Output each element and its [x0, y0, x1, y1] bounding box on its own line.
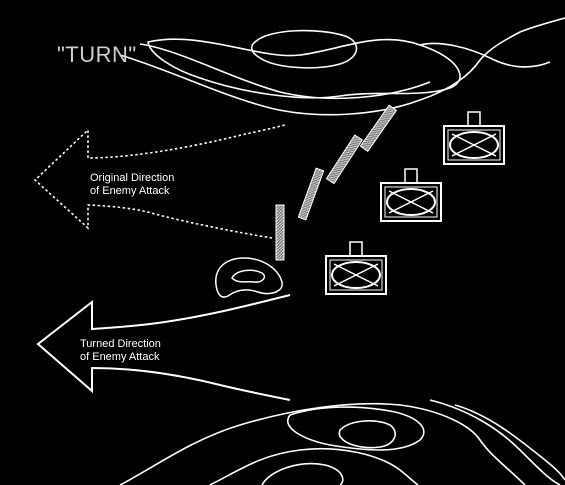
original-attack-label-line2: of Enemy Attack [90, 185, 170, 197]
barrier-segment [297, 167, 325, 221]
turned-attack-label-line2: of Enemy Attack [80, 351, 160, 363]
barrier-segment [359, 104, 398, 153]
turned-attack-label-line1: Turned Direction [80, 338, 161, 350]
barrier-segment [325, 134, 364, 185]
terrain-contours-bottom [119, 399, 565, 485]
barrier-line [275, 104, 398, 261]
terrain-mound [215, 257, 283, 298]
turned-attack-label: Turned Direction of Enemy Attack [80, 338, 161, 364]
barrier-segment [275, 204, 285, 261]
turned-attack-arrow [36, 294, 291, 401]
terrain-contours-top [119, 17, 565, 116]
diagram-title: "TURN" [57, 42, 137, 67]
armor-unit-icon [443, 111, 505, 165]
armor-unit-icon [325, 241, 387, 295]
original-attack-label-line1: Original Direction [90, 172, 175, 184]
armor-unit-icon [380, 168, 442, 222]
original-attack-arrow [33, 124, 286, 239]
original-attack-label: Original Direction of Enemy Attack [90, 172, 174, 198]
